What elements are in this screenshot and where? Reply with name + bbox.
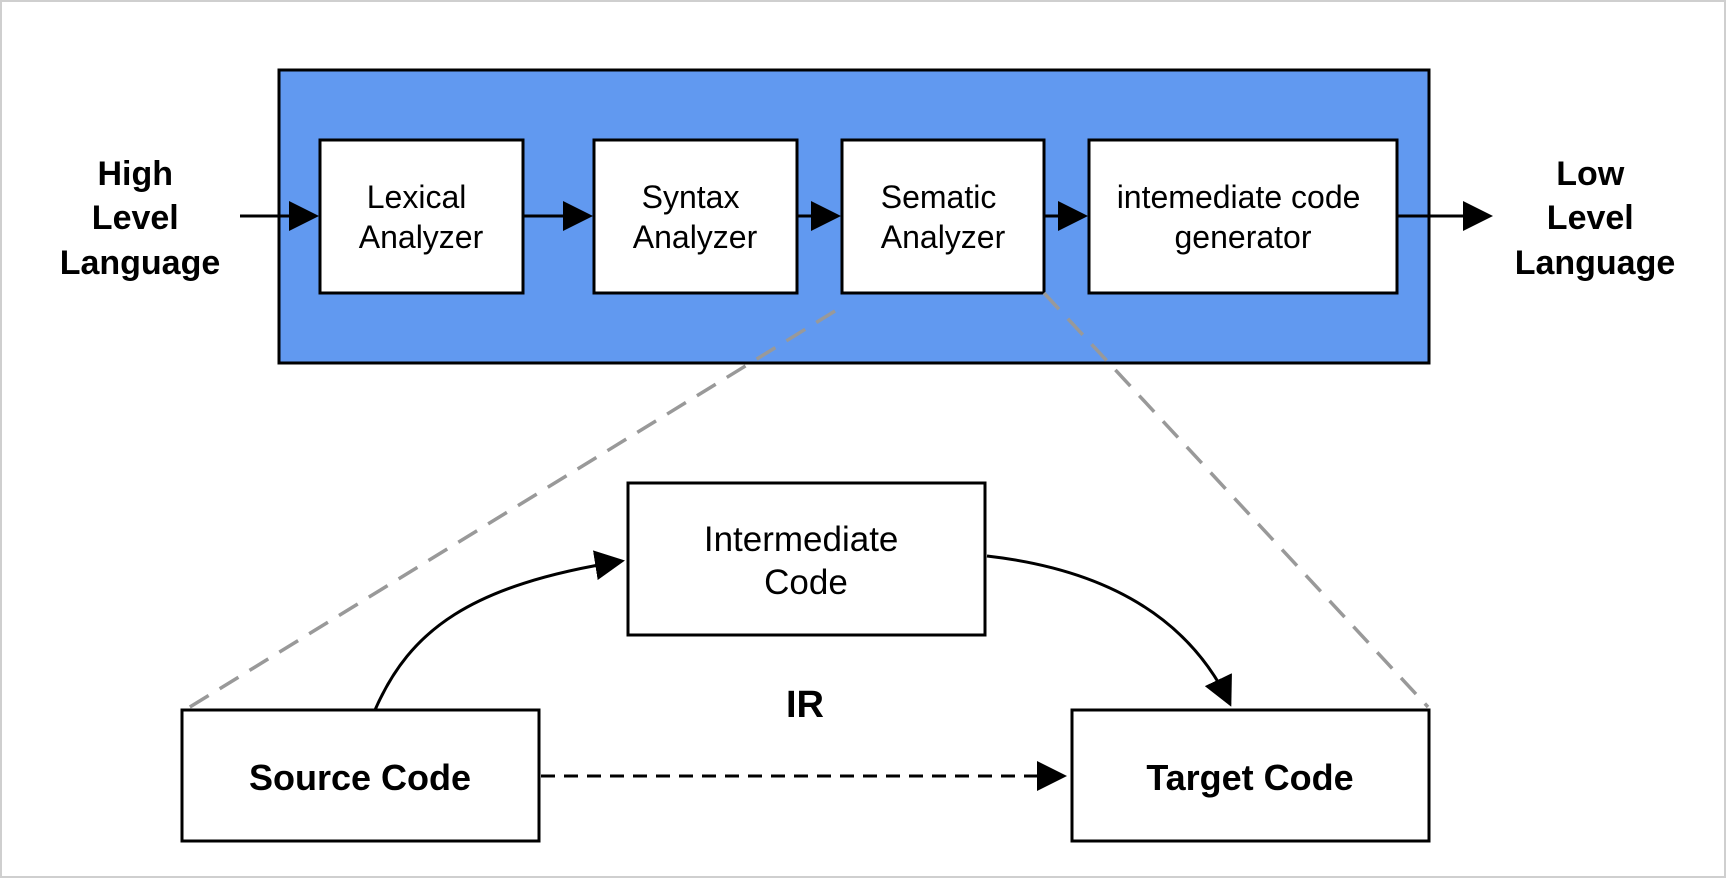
intermediate-code-label: Intermediate Code bbox=[704, 520, 908, 602]
source-code-box bbox=[180, 708, 541, 843]
target-code-box bbox=[1070, 708, 1431, 843]
arrow-intermediate-to-target bbox=[986, 554, 1232, 707]
stage-box-code-generator bbox=[1087, 138, 1399, 295]
zoom-guide-left bbox=[184, 309, 836, 712]
zoom-guide-right bbox=[1042, 291, 1430, 709]
stage-box-sematic-analyzer bbox=[840, 138, 1046, 295]
intermediate-code-box bbox=[626, 481, 987, 637]
output-language-label: Low Level Language bbox=[1515, 155, 1676, 282]
stage-label-lexical-analyzer: Lexical Analyzer bbox=[359, 179, 484, 255]
ir-label: IR bbox=[786, 684, 824, 726]
target-code-label: Target Code bbox=[1146, 757, 1353, 798]
input-language-label: High Level Language bbox=[60, 155, 221, 282]
stage-box-lexical-analyzer bbox=[318, 138, 525, 295]
stage-label-syntax-analyzer: Syntax Analyzer bbox=[633, 179, 758, 255]
stage-label-code-generator: intemediate code generator bbox=[1117, 179, 1370, 255]
arrow-source-to-intermediate bbox=[373, 550, 625, 711]
stage-label-sematic-analyzer: Sematic Analyzer bbox=[881, 179, 1006, 255]
stage-box-syntax-analyzer bbox=[592, 138, 799, 295]
source-code-label: Source Code bbox=[249, 757, 471, 798]
